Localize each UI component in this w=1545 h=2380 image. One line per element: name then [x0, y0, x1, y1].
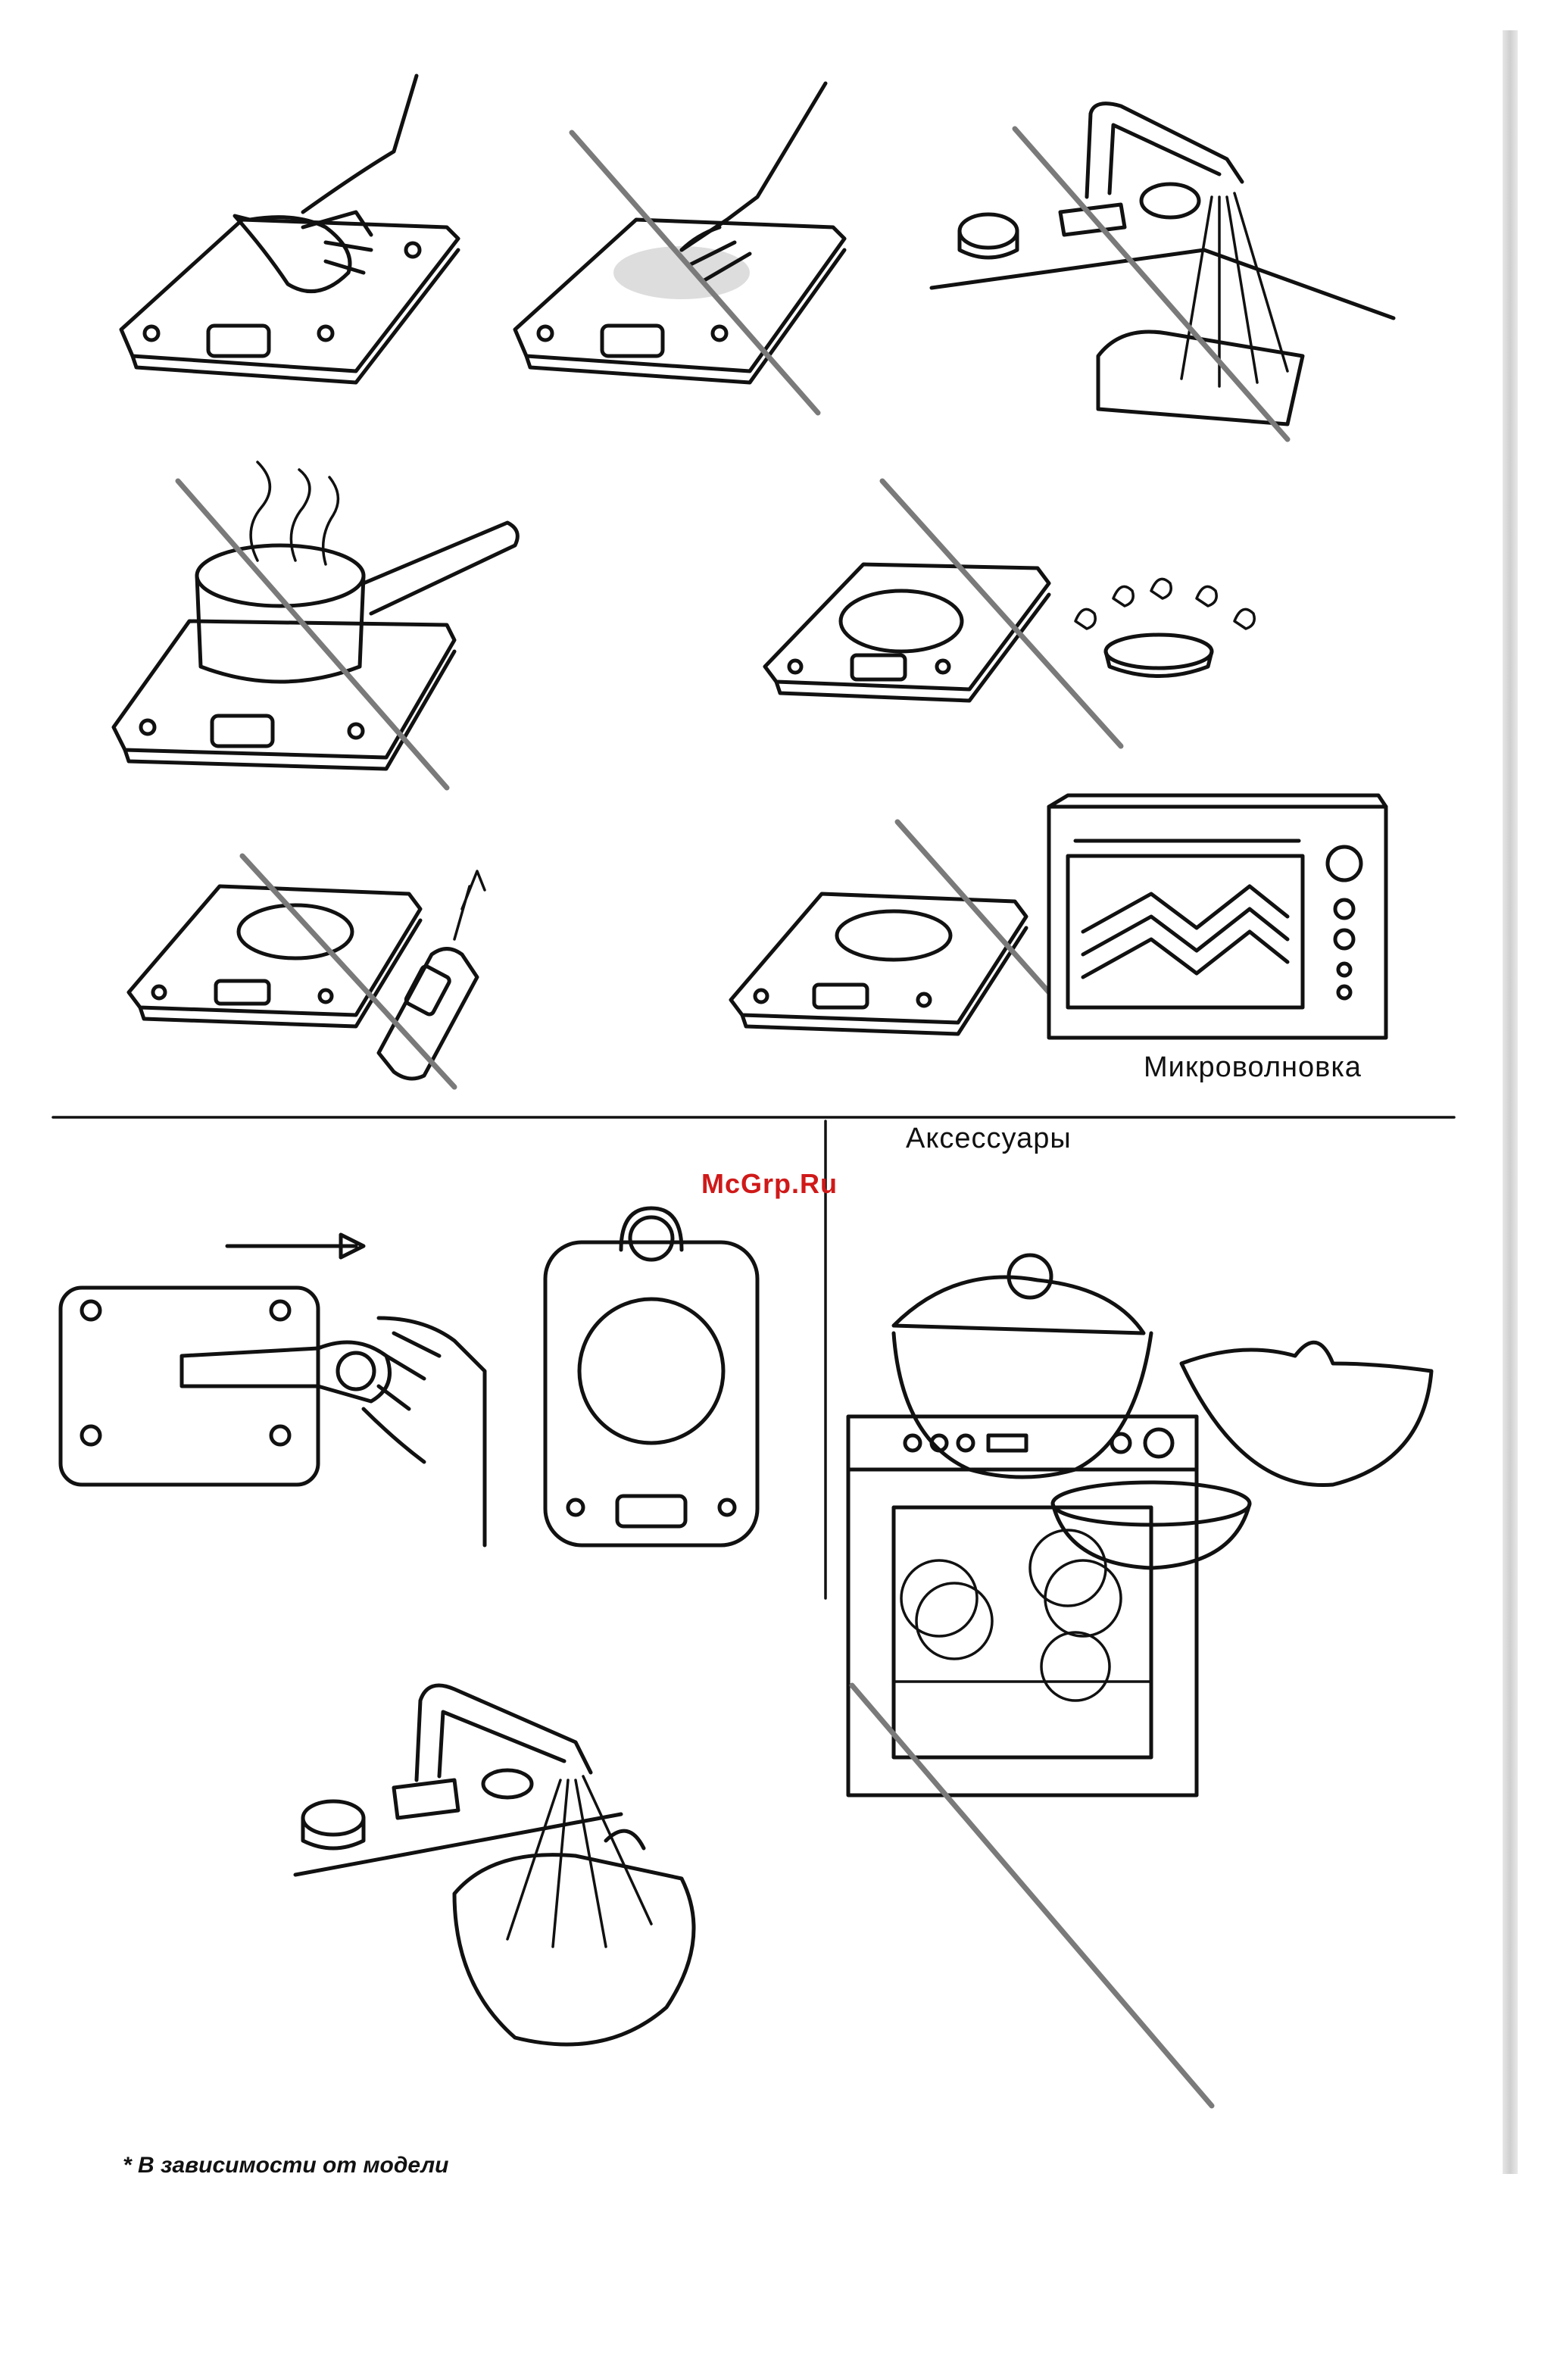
watermark: McGrp.Ru — [701, 1168, 838, 1200]
hang-plate-icon — [545, 1208, 757, 1545]
no-dishwasher-icon — [848, 1416, 1212, 2106]
footnote: * В зависимости от модели — [123, 2153, 448, 2179]
remove-handle-icon — [61, 1235, 485, 1545]
wipe-cloth-icon — [121, 76, 458, 383]
no-mobile-phone-icon — [129, 856, 485, 1087]
accessories-bowls-icon — [894, 1255, 1431, 1568]
accessories-heading: Аксессуары — [906, 1123, 1072, 1155]
microwave-label: Микроволновка — [1144, 1051, 1362, 1084]
no-microwave-icon — [731, 795, 1386, 1038]
no-empty-pan-icon — [114, 462, 517, 788]
no-gas-flame-icon — [765, 481, 1254, 746]
rinse-bowl-icon — [295, 1685, 694, 2044]
no-running-water-icon — [932, 104, 1394, 439]
no-abrasive-icon — [515, 83, 844, 413]
